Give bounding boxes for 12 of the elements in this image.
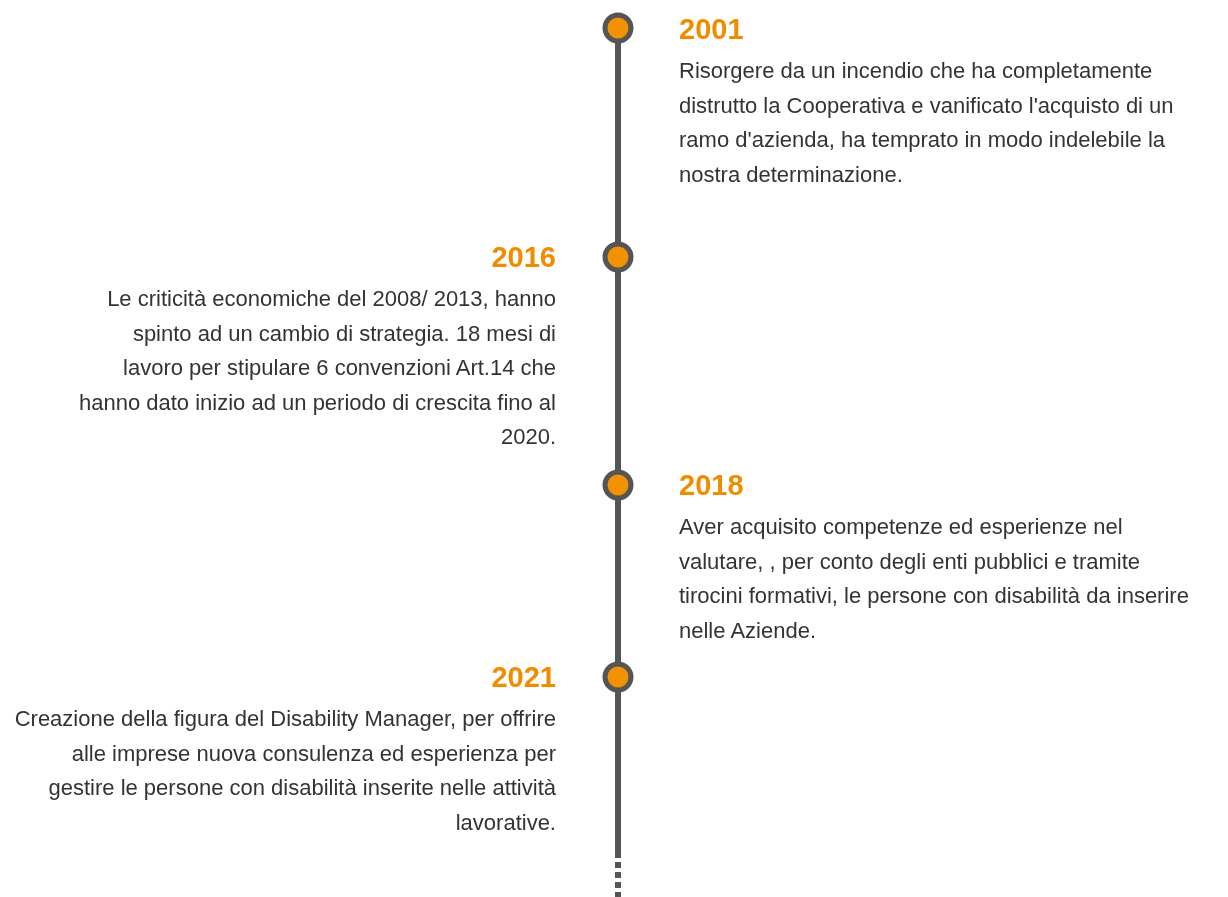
timeline-line <box>615 272 621 470</box>
event-description: Creazione della figura del Disability Manager, per offrire alle imprese nuova consulenza ed esperienza per gestire le persone con disabilità inserite nelle attività lavorative. <box>13 705 556 837</box>
timeline-line <box>615 692 621 897</box>
timeline-line <box>615 43 621 242</box>
timeline-line <box>615 500 621 662</box>
event-description: Aver acquisito competenze ed esperienze nel valutare, , per conto degli enti pubblici e tramite tirocini formativi, le persone con disabilità da inserire nelle Aziende. <box>679 513 1190 645</box>
year-heading: 2018 <box>679 468 744 502</box>
event-description: Risorgere da un incendio che ha completamente distrutto la Cooperativa e vanificato l'acquisto di un ramo d'azienda, ha temprato in modo indelebile la nostra determinazione. <box>679 57 1175 189</box>
year-heading: 2021 <box>491 660 556 694</box>
year-heading: 2016 <box>491 240 556 274</box>
year-heading: 2001 <box>679 12 744 46</box>
event-description: Le criticità economiche del 2008/ 2013, hanno spinto ad un cambio di strategia. 18 mesi di lavoro per stipulare 6 convenzioni Art.14 che hanno dato inizio ad un periodo di crescita fino al 2020. <box>78 285 556 452</box>
